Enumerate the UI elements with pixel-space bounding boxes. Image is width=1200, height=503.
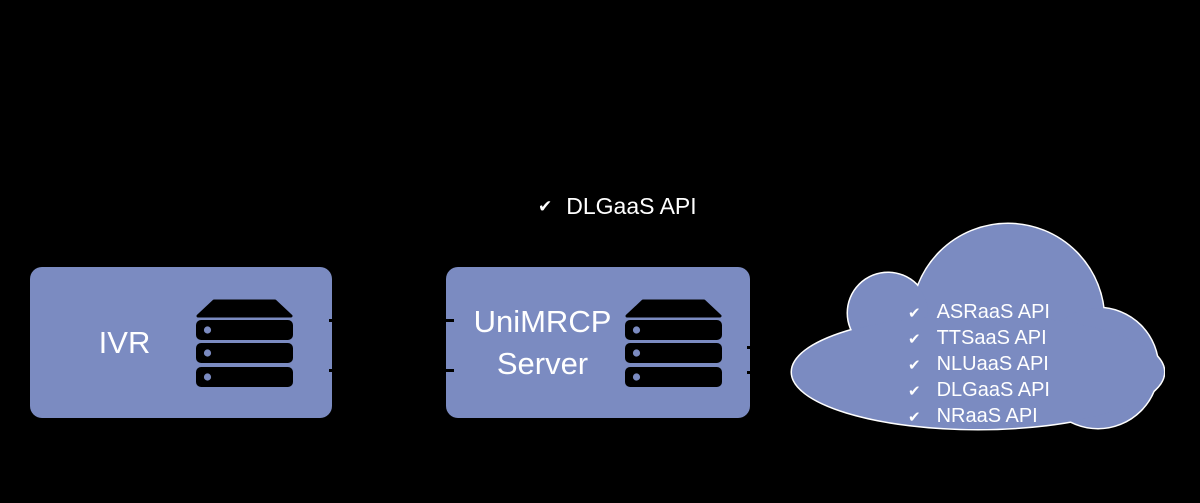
server-stack-icon [625,299,723,387]
list-item: ✔ NRaaS API [908,404,1050,430]
api-item-label: NLUaaS API [936,353,1049,375]
dlgaas-api-caption: ✔ DLGaaS API [538,193,697,220]
ivr-node-label: IVR [98,324,151,360]
check-icon: ✔ [908,357,921,374]
unimrcp-server-node-label: UniMRCP Server [474,301,612,385]
check-icon: ✔ [538,197,553,216]
list-item: ✔ DLGaaS API [908,378,1050,404]
api-item-label: NRaaS API [936,405,1038,427]
list-item: ✔ NLUaaS API [908,352,1050,378]
connector-unimrcp-cloud-top [747,346,802,349]
connector-unimrcp-cloud-bottom [747,371,802,374]
ivr-node: IVR [30,267,332,418]
check-icon: ✔ [908,409,921,426]
api-item-label: DLGaaS API [936,379,1050,401]
api-item-label: TTSaaS API [936,327,1047,349]
check-icon: ✔ [908,383,921,400]
unimrcp-server-node: UniMRCP Server [446,267,750,418]
connector-ivr-unimrcp-bottom [329,369,454,372]
check-icon: ✔ [908,305,921,322]
check-icon: ✔ [908,331,921,348]
dlgaas-api-caption-text: DLGaaS API [566,193,697,219]
unimrcp-label-line2: Server [496,345,589,381]
cloud-shape [790,222,1165,431]
api-item-label: ASRaaS API [936,301,1050,323]
server-stack-icon [196,299,294,387]
list-item: ✔ ASRaaS API [908,300,1050,326]
cloud-api-list: ✔ ASRaaS API ✔ TTSaaS API ✔ NLUaaS API ✔… [908,300,1050,430]
list-item: ✔ TTSaaS API [908,326,1050,352]
connector-ivr-unimrcp-top [329,319,454,322]
unimrcp-label-line1: UniMRCP [473,303,612,339]
